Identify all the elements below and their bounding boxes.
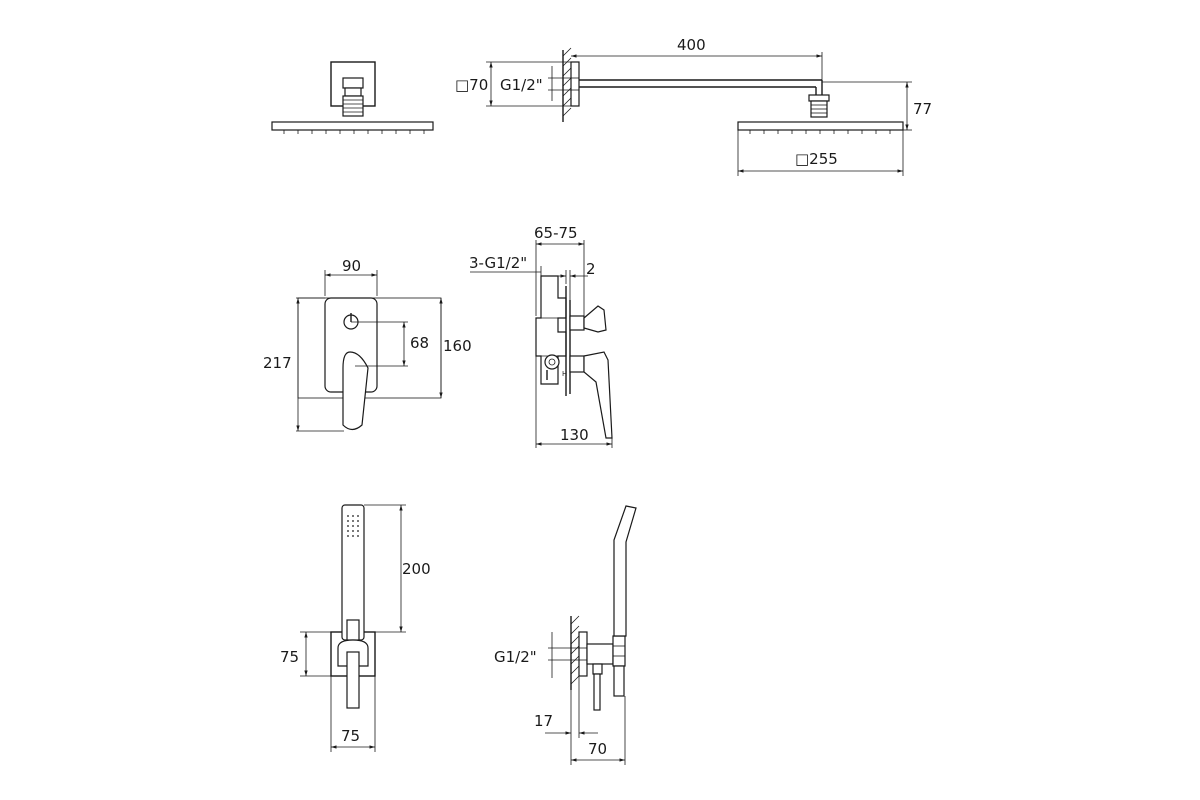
head-thread-label: G1/2" — [500, 76, 543, 94]
outlet-thread-label: G1/2" — [494, 648, 537, 666]
outlet-offset-label: 17 — [534, 712, 553, 730]
hand-shower-side-view: G1/2" 17 70 — [494, 505, 637, 765]
hand-shower-length-label: 200 — [402, 560, 431, 578]
arm-length-label: 400 — [677, 36, 706, 54]
hand-shower-front-view: 200 75 75 — [280, 504, 431, 752]
svg-text:H: H — [562, 370, 567, 378]
head-height-label: 77 — [913, 100, 932, 118]
outlet-depth-label: 70 — [588, 740, 607, 758]
shower-arm-side-view: □70 G1/2" 400 77 □255 — [455, 36, 932, 176]
mixer-box-height-label: 160 — [443, 337, 472, 355]
mixer-gap-label: 2 — [586, 260, 596, 278]
mixer-inlets-label: 3-G1/2" — [469, 254, 527, 272]
mixer-side-view: H 65-75 3-G1/2" 2 130 — [469, 224, 613, 448]
holder-height-label: 75 — [280, 648, 299, 666]
mixer-depth-range-label: 65-75 — [534, 224, 578, 242]
mixer-plate-height-label: 217 — [263, 354, 292, 372]
mixer-front-view: 90 217 68 160 — [263, 257, 472, 432]
shower-head-front-view — [271, 61, 434, 134]
holder-width-label: 75 — [341, 727, 360, 745]
mixer-center-distance-label: 68 — [410, 334, 429, 352]
mixer-plate-width-label: 90 — [342, 257, 361, 275]
head-width-label: □255 — [795, 150, 838, 168]
head-square-label: □70 — [455, 76, 488, 94]
mixer-depth-label: 130 — [560, 426, 589, 444]
